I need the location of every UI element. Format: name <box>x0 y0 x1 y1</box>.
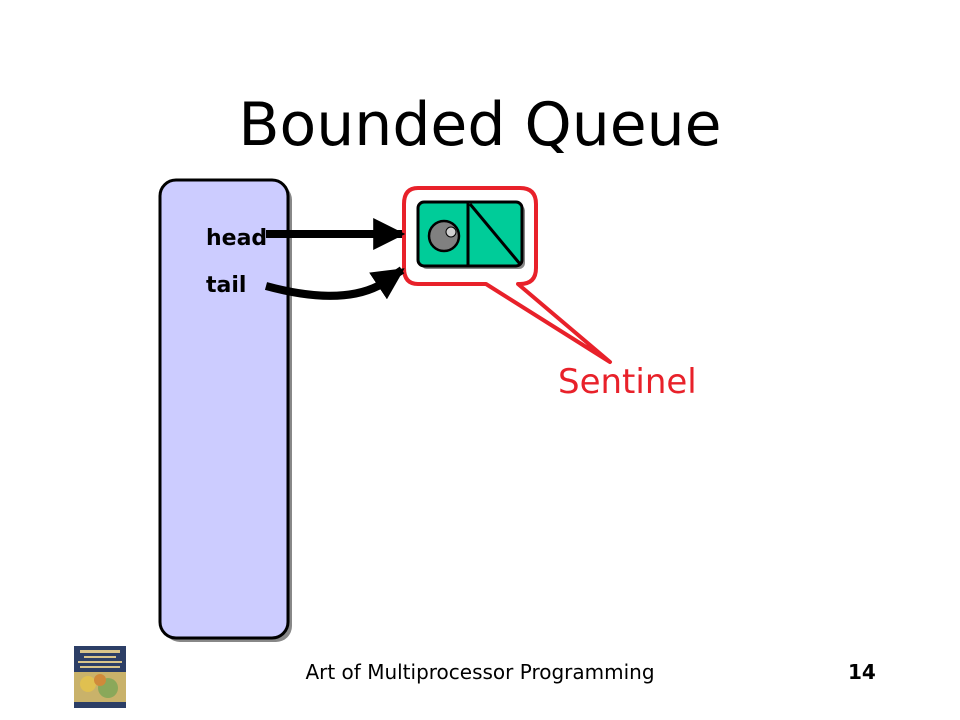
tail-arrow <box>264 266 405 300</box>
value-slot-dot <box>445 226 457 238</box>
book-cover-icon <box>74 646 126 708</box>
sentinel-label: Sentinel <box>558 362 697 402</box>
tail-field-label: tail <box>206 273 247 298</box>
slide-title: Bounded Queue <box>238 90 722 160</box>
null-next-slash <box>468 203 522 265</box>
footer-text: Art of Multiprocessor Programming <box>305 660 655 684</box>
head-field-label: head <box>206 226 268 251</box>
queue-object <box>158 178 290 640</box>
page-number: 14 <box>848 660 876 684</box>
sentinel-callout <box>402 186 612 364</box>
